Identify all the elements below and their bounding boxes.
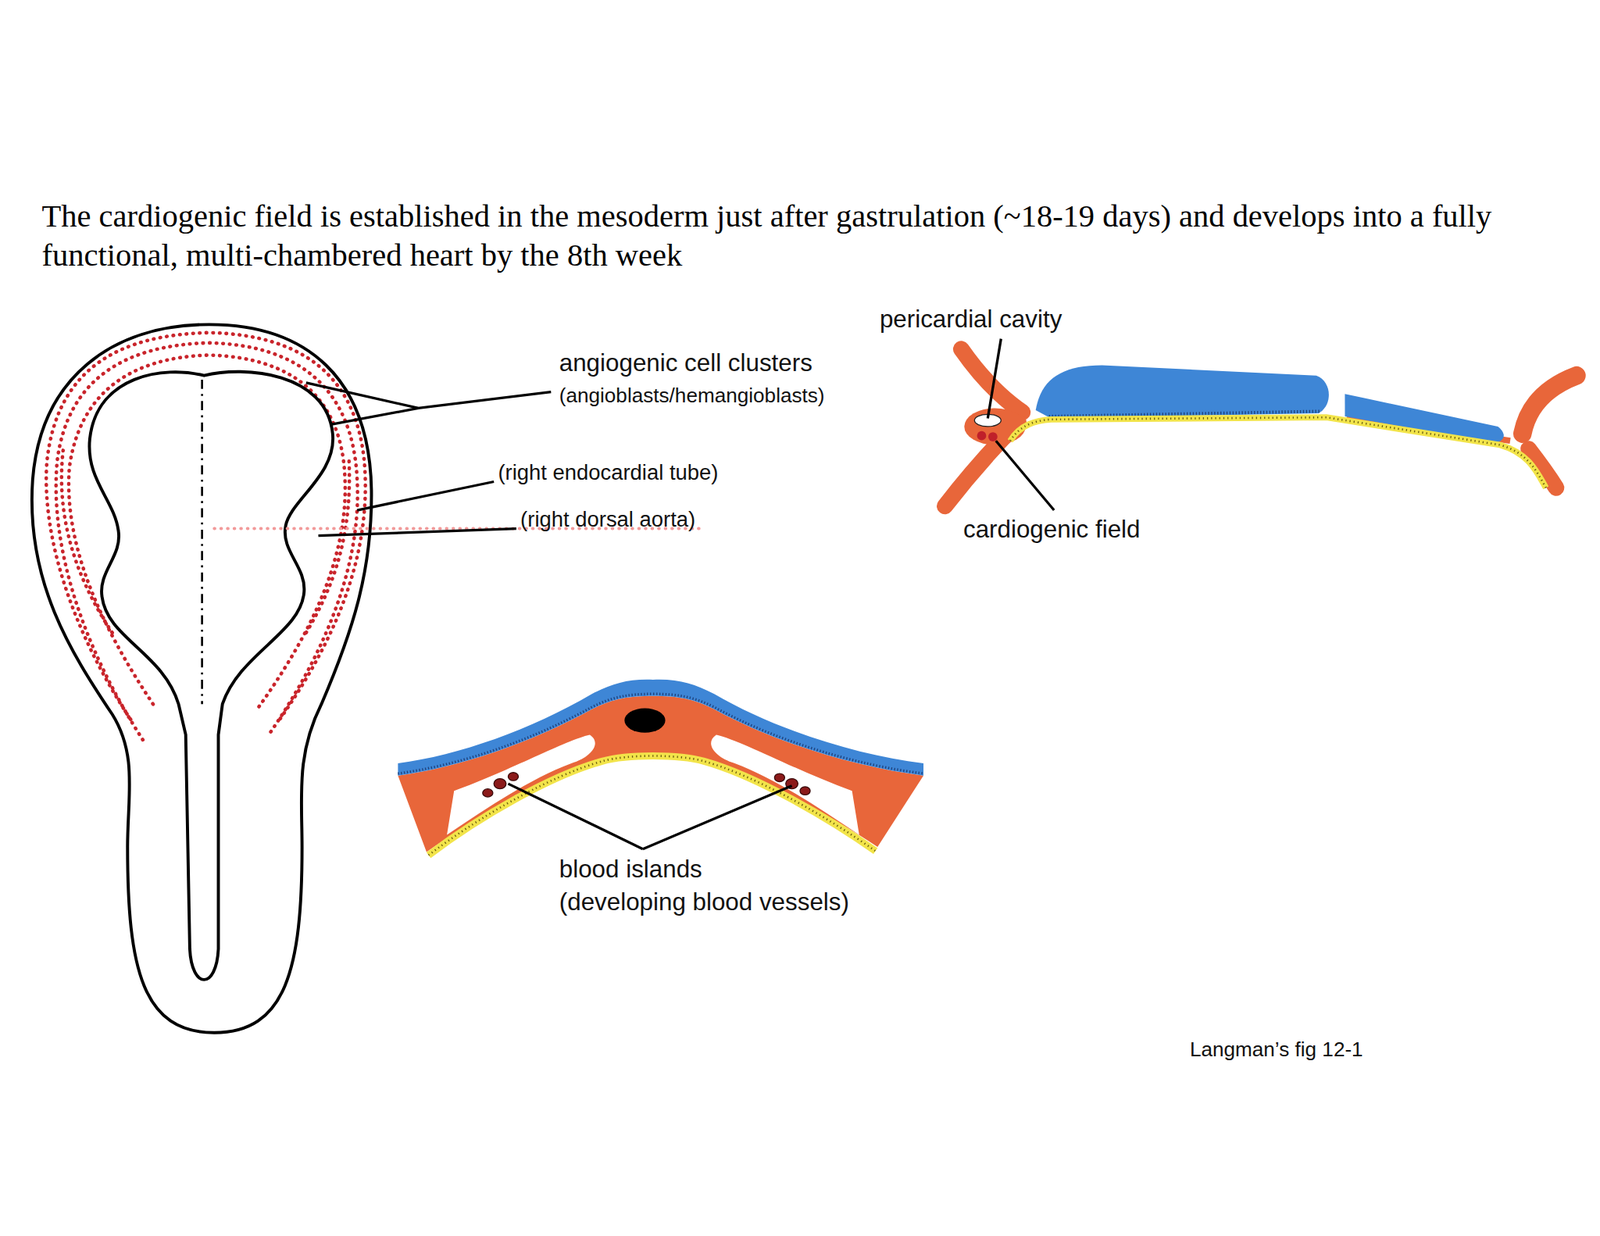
leader-lines	[306, 382, 551, 536]
longitudinal-section	[944, 339, 1576, 511]
endoderm	[428, 756, 876, 856]
cardiogenic-cells	[988, 432, 998, 442]
part-label: (right endocardial tube)	[497, 459, 718, 486]
figure-source: Langman’s fig 12-1	[1189, 1036, 1364, 1061]
blood-island	[507, 772, 518, 781]
leader-line	[987, 339, 1001, 419]
mesoderm	[960, 349, 1022, 413]
leader-line	[357, 481, 494, 511]
blood-islands	[482, 772, 811, 797]
leader-line	[642, 785, 793, 850]
midline	[200, 379, 204, 704]
part-note: (angioblasts/hemangioblasts)	[559, 382, 825, 408]
leader-line	[996, 440, 1054, 511]
embryo-outline	[32, 324, 372, 1033]
part-note: (developing blood vessels)	[559, 887, 850, 918]
endoderm	[1010, 417, 1547, 488]
endoderm-dots	[428, 756, 876, 856]
notochord	[624, 707, 665, 733]
leader-line	[306, 382, 551, 409]
leader-line	[507, 783, 643, 850]
mesoderm	[964, 407, 1025, 445]
ectoderm	[1035, 365, 1329, 419]
mesoderm	[1522, 375, 1577, 434]
blood-island	[493, 778, 507, 790]
blood-island	[482, 789, 493, 797]
blood-island	[774, 773, 785, 782]
cardiogenic-cells	[977, 431, 987, 441]
transverse-section	[397, 679, 924, 856]
leader-line	[318, 528, 517, 536]
neural-plate	[89, 371, 333, 980]
part-label: blood islands	[559, 855, 703, 886]
part-label: cardiogenic field	[963, 515, 1141, 546]
part-label: (right dorsal aorta)	[520, 506, 696, 533]
endoderm-dots	[1010, 417, 1547, 488]
part-label: pericardial cavity	[879, 305, 1062, 336]
leader-line	[330, 407, 418, 425]
ectoderm-edge	[397, 693, 924, 774]
blood-island	[800, 786, 811, 795]
ectoderm	[397, 679, 924, 776]
part-label: angiogenic cell clusters	[559, 349, 813, 379]
slide-title: The cardiogenic field is established in …	[42, 196, 1583, 275]
